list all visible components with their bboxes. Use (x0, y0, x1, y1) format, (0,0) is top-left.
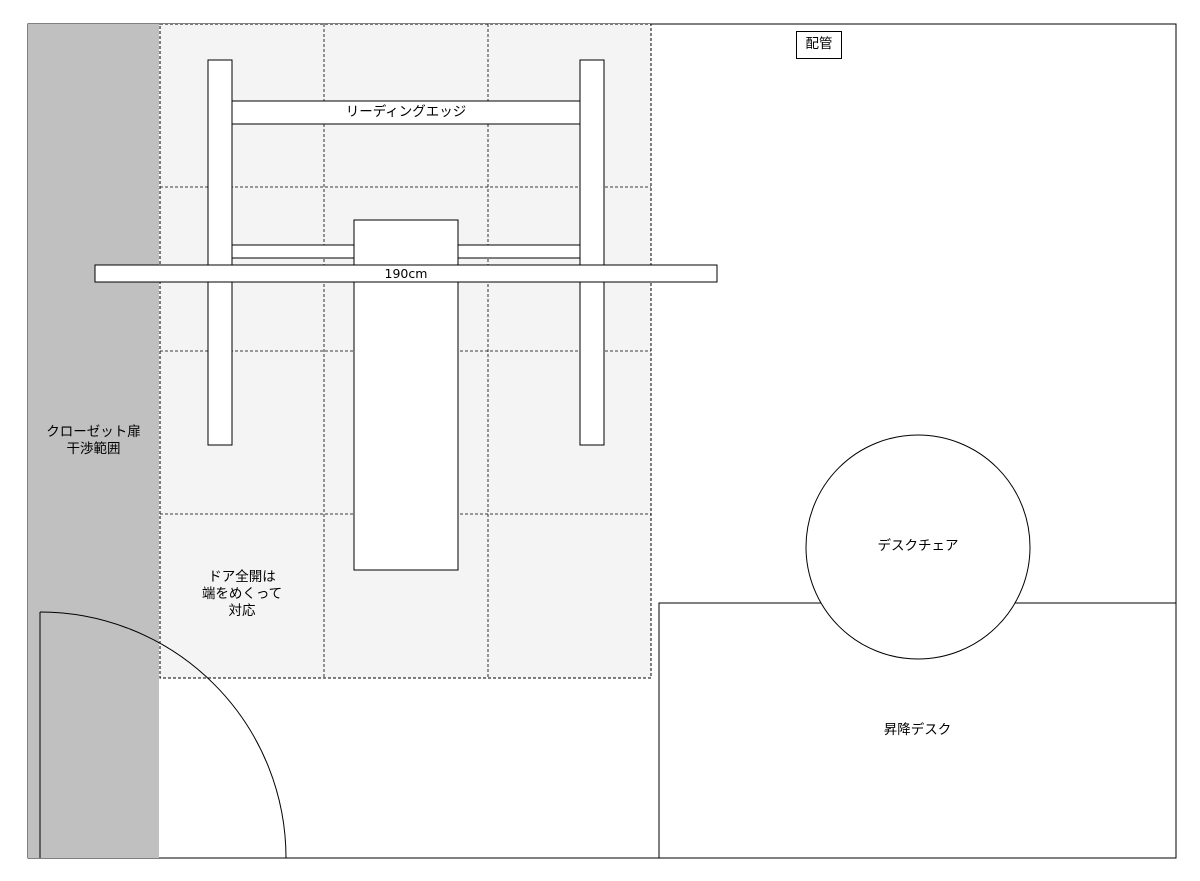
standing-desk-label: 昇降デスク (883, 722, 952, 738)
safety-arm-right (457, 244, 581, 259)
desk-chair-label: デスクチェア (877, 538, 959, 554)
door-note-line2: 端をめくって (201, 586, 283, 602)
desk-chair (805, 434, 1031, 660)
door-note: ドア全開は 端をめくって 対応 (160, 569, 324, 620)
closet-label: クローゼット扉 干渉範囲 (28, 424, 159, 458)
closet-label-line1: クローゼット扉 (46, 424, 141, 440)
rack-upright-right (579, 59, 605, 446)
closet-door-zone (28, 24, 159, 858)
leading-edge-label: リーディングエッジ (345, 104, 467, 120)
leading-edge-bar (231, 100, 581, 125)
bar-length-label: 190cm (384, 266, 428, 281)
door-swing (39, 611, 287, 859)
rack-upright-left (207, 59, 233, 446)
door-note-line3: 対応 (228, 603, 256, 619)
door-note-line1: ドア全開は (208, 569, 276, 585)
barbell (94, 264, 718, 283)
closet-label-line2: 干渉範囲 (66, 441, 121, 457)
safety-arm-left (231, 244, 355, 259)
piping-box: 配管 (796, 31, 842, 59)
piping-label: 配管 (805, 36, 833, 52)
